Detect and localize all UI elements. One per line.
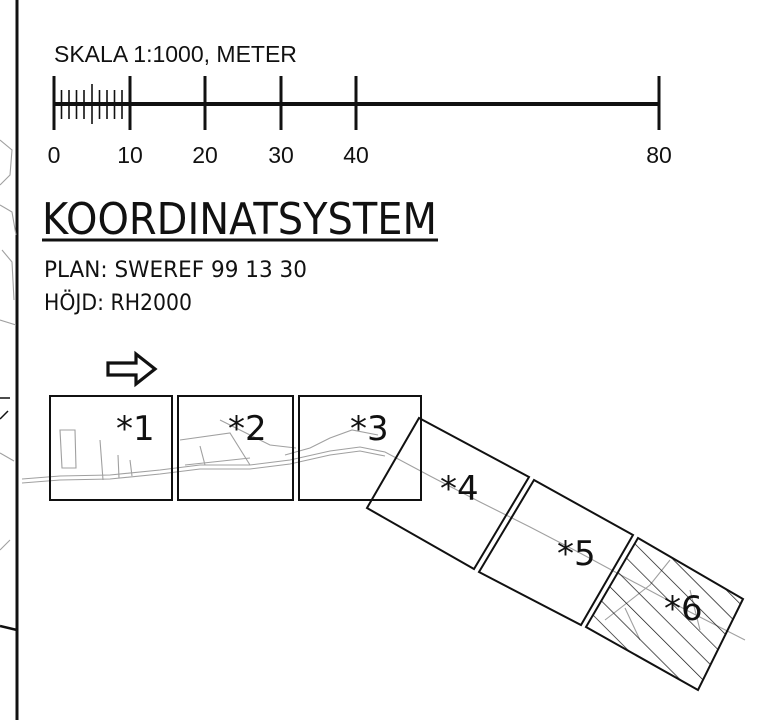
scale-major-ticks xyxy=(52,76,661,130)
scale-tick-label: 40 xyxy=(343,142,369,168)
background-map-lines xyxy=(0,139,17,551)
scale-title: SKALA 1:1000, METER xyxy=(54,41,297,67)
sheet-label: *3 xyxy=(350,409,389,449)
height-system: HÖJD: RH2000 xyxy=(44,290,192,316)
sheet-label: *4 xyxy=(440,469,479,509)
scale-tick-label: 20 xyxy=(192,142,218,168)
sheet-box-1 xyxy=(49,395,173,501)
frame-edge-mark xyxy=(0,410,9,420)
sheet-label: *5 xyxy=(557,534,596,574)
scale-bar: SKALA 1:1000, METER 0 10 20 30 40 xyxy=(48,41,672,168)
sheet-box-3 xyxy=(298,395,422,501)
sheet-label: *1 xyxy=(116,409,155,449)
scale-tick-label: 30 xyxy=(268,142,294,168)
scale-tick-label: 0 xyxy=(48,142,61,168)
scale-tick-label: 10 xyxy=(117,142,143,168)
scale-tick-label: 80 xyxy=(646,142,672,168)
frame-edge-mark xyxy=(0,624,18,632)
scale-tick-labels: 0 10 20 30 40 80 xyxy=(48,142,672,168)
plan-system: PLAN: SWEREF 99 13 30 xyxy=(44,258,307,283)
scale-minor-ticks xyxy=(60,84,123,124)
arrow-right-icon xyxy=(106,350,158,388)
sheet-box-4 xyxy=(365,416,531,571)
sheet-box-2 xyxy=(177,395,294,501)
sheet-label: *2 xyxy=(228,409,267,449)
coordinate-system: KOORDINATSYSTEM PLAN: SWEREF 99 13 30 HÖ… xyxy=(42,194,438,316)
sheet-label: *6 xyxy=(664,589,703,629)
coordinate-system-heading: KOORDINATSYSTEM xyxy=(42,194,437,245)
sheet-6-hatching xyxy=(586,538,743,690)
sheet-box-5 xyxy=(477,478,635,627)
sheet-index xyxy=(49,395,745,692)
sheet-labels: *1 *2 *3 *4 *5 *6 xyxy=(116,409,703,629)
